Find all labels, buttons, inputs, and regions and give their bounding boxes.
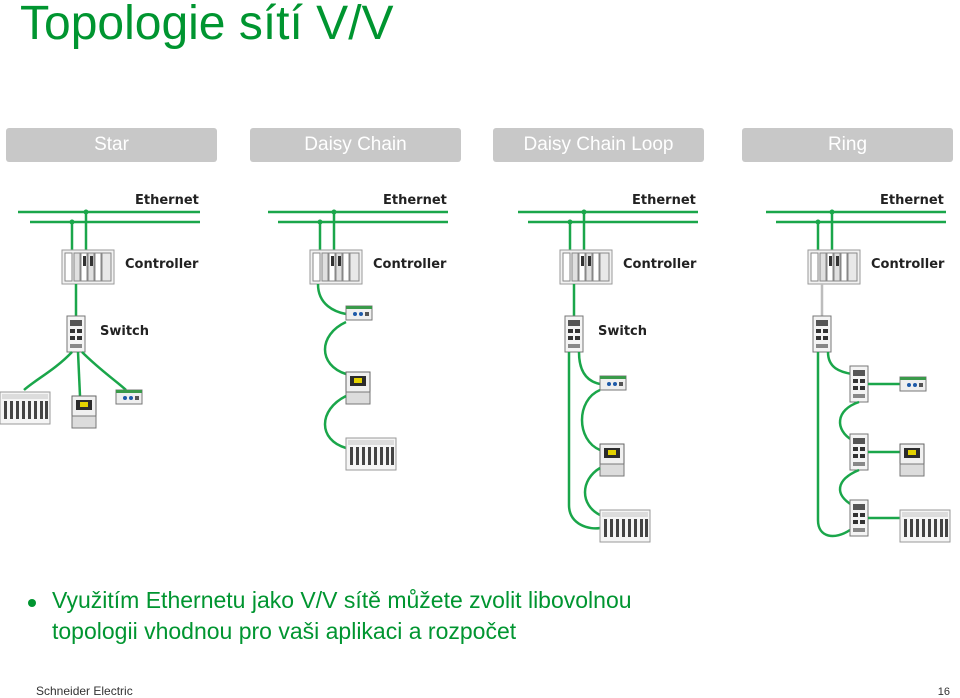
daisy-chain-loop-topology: Ethernet Controller Switch xyxy=(518,193,698,543)
ethernet-label: Ethernet xyxy=(383,193,447,208)
footer-company: Schneider Electric xyxy=(36,684,133,698)
switch-device xyxy=(812,315,832,353)
io-rack xyxy=(599,509,651,543)
tab-daisy-chain[interactable]: Daisy Chain xyxy=(250,128,461,162)
switch-device xyxy=(66,315,86,353)
controller-label: Controller xyxy=(871,257,945,272)
bullet-line-1: Využitím Ethernetu jako V/V sítě můžete … xyxy=(52,587,632,613)
io-rack xyxy=(899,509,951,543)
ethernet-label: Ethernet xyxy=(632,193,696,208)
controller-plc xyxy=(309,249,363,285)
io-module xyxy=(345,305,373,321)
bullet-text: Využitím Ethernetu jako V/V sítě můžete … xyxy=(28,585,632,647)
switch-device xyxy=(564,315,584,353)
controller-label: Controller xyxy=(373,257,447,272)
io-rack xyxy=(345,437,397,471)
ethernet-label: Ethernet xyxy=(135,193,199,208)
switch-label: Switch xyxy=(598,324,647,339)
page-number: 16 xyxy=(937,686,950,698)
ring-topology: Ethernet Controller xyxy=(766,193,951,543)
controller-plc xyxy=(807,249,861,285)
io-module xyxy=(599,375,627,391)
drive-device xyxy=(599,443,625,477)
io-module xyxy=(899,376,927,392)
drive-device xyxy=(899,443,925,477)
tab-star[interactable]: Star xyxy=(6,128,217,162)
ring-switch-1 xyxy=(849,365,869,403)
controller-plc xyxy=(61,249,115,285)
controller-label: Controller xyxy=(623,257,697,272)
topology-diagrams: Ethernet Controller Switch Ethernet Cont… xyxy=(0,193,951,543)
tab-ring[interactable]: Ring xyxy=(742,128,953,162)
bullet-dot xyxy=(28,599,36,607)
controller-label: Controller xyxy=(125,257,199,272)
ring-switch-3 xyxy=(849,499,869,537)
io-rack xyxy=(0,391,51,425)
tab-daisy-chain-loop[interactable]: Daisy Chain Loop xyxy=(493,128,704,162)
slide-title: Topologie sítí V/V xyxy=(20,0,394,50)
drive-device xyxy=(71,395,97,429)
switch-label: Switch xyxy=(100,324,149,339)
io-module xyxy=(115,389,143,405)
daisy-chain-topology: Ethernet Controller xyxy=(268,193,448,471)
star-topology: Ethernet Controller Switch xyxy=(0,193,200,429)
drive-device xyxy=(345,371,371,405)
controller-plc xyxy=(559,249,613,285)
ethernet-label: Ethernet xyxy=(880,193,944,208)
ring-switch-2 xyxy=(849,433,869,471)
bullet-line-2: topologii vhodnou pro vaši aplikaci a ro… xyxy=(52,618,517,644)
